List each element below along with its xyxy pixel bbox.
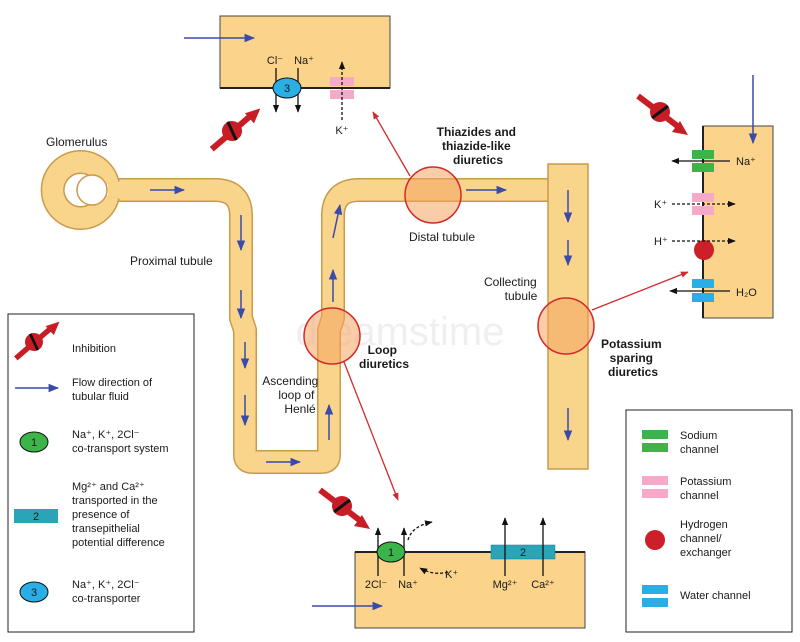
loop-line-2: diuretics bbox=[359, 357, 409, 371]
legend-potassium-line-1: Potassium bbox=[680, 476, 731, 488]
legend-item2: Mg²⁺ and Ca²⁺ transported in the presenc… bbox=[72, 481, 165, 549]
legend-flow: Flow direction of tubular fluid bbox=[72, 377, 155, 403]
hydrogen-legend-icon bbox=[645, 530, 665, 550]
thiazides-line-2: thiazide-like bbox=[442, 139, 511, 153]
channel-2-num: 2 bbox=[520, 547, 526, 559]
legend-flow-line-2: tubular fluid bbox=[72, 391, 129, 403]
collecting-site-circle bbox=[537, 297, 595, 355]
loop-diuretics-label: Loop diuretics bbox=[359, 343, 409, 371]
potassium-sparing-inhibition-icon bbox=[638, 96, 688, 135]
legend-hydrogen: Hydrogen channel/ exchanger bbox=[680, 519, 732, 559]
ascending-line-3: Henlé bbox=[284, 402, 316, 416]
legend-hydrogen-line-1: Hydrogen bbox=[680, 519, 728, 531]
collecting-tubule-line-1: Collecting bbox=[484, 275, 537, 289]
hydrogen-channel bbox=[694, 240, 714, 260]
legend-item3: Na⁺, K⁺, 2Cl⁻ co-transporter bbox=[72, 579, 143, 605]
legend-hydrogen-line-3: exchanger bbox=[680, 547, 732, 559]
legend-hydrogen-line-2: channel/ bbox=[680, 533, 723, 545]
legend-item1-line-1: Na⁺, K⁺, 2Cl⁻ bbox=[72, 429, 140, 441]
distal-tubule-label: Distal tubule bbox=[409, 230, 475, 244]
cotransporter-3 bbox=[272, 77, 302, 99]
water-channel bbox=[692, 279, 714, 288]
thiazides-line-3: diuretics bbox=[453, 153, 503, 167]
legend-item1-num: 1 bbox=[31, 437, 37, 449]
legend-sodium-line-2: channel bbox=[680, 444, 719, 456]
legend-item2-num: 2 bbox=[33, 511, 39, 523]
na-ion-label: Na⁺ bbox=[294, 55, 314, 67]
proximal-tubule-label: Proximal tubule bbox=[130, 254, 213, 268]
thiazides-label: Thiazides and thiazide-like diuretics bbox=[437, 125, 520, 167]
sodium-legend-icon bbox=[642, 430, 668, 439]
cotransporter-3-num: 3 bbox=[284, 83, 290, 95]
legend-sodium-line-1: Sodium bbox=[680, 430, 717, 442]
k-ion-label: K⁺ bbox=[335, 125, 348, 137]
right-legend: Sodium channel Potassium channel Hydroge… bbox=[625, 409, 793, 633]
legend-item1-line-2: co-transport system bbox=[72, 443, 169, 455]
legend-item2-line-5: potential difference bbox=[72, 537, 165, 549]
legend-item2-line-3: presence of bbox=[72, 509, 130, 521]
potassium-line-1: Potassium bbox=[601, 337, 662, 351]
potassium-line-3: diuretics bbox=[608, 365, 658, 379]
bottom-na-label: Na⁺ bbox=[398, 579, 418, 591]
cotransport-system-1 bbox=[376, 541, 406, 563]
legend-flow-line-1: Flow direction of bbox=[72, 377, 153, 389]
cotransport-legend-icon bbox=[19, 431, 49, 453]
loop-site-circle bbox=[303, 307, 361, 365]
bottom-k-label: K⁺ bbox=[445, 569, 458, 581]
collecting-detail-panel: Na⁺ K⁺ H⁺ H₂O bbox=[638, 75, 774, 319]
potassium-line-2: sparing bbox=[610, 351, 653, 365]
legend-potassium-line-2: channel bbox=[680, 490, 719, 502]
mg-ca-channel-2 bbox=[490, 544, 556, 560]
distal-detail-panel: 3 Cl⁻ Na⁺ K⁺ bbox=[184, 15, 391, 157]
legend-potassium: Potassium channel bbox=[680, 476, 734, 502]
cotransport-1-num: 1 bbox=[388, 547, 394, 559]
collecting-tubule-label: Collecting tubule bbox=[484, 275, 540, 303]
legend-item3-num: 3 bbox=[31, 587, 37, 599]
right-na-label: Na⁺ bbox=[736, 156, 756, 168]
right-h-label: H⁺ bbox=[654, 236, 668, 248]
legend-item1: Na⁺, K⁺, 2Cl⁻ co-transport system bbox=[72, 429, 169, 455]
cotransporter-legend-icon bbox=[19, 581, 49, 603]
right-k-label: K⁺ bbox=[654, 199, 667, 211]
legend-item2-line-1: Mg²⁺ and Ca²⁺ bbox=[72, 481, 145, 493]
legend-inhibition: Inhibition bbox=[72, 343, 116, 355]
tubular-flow-arrows bbox=[150, 185, 573, 467]
legend-item2-line-2: transported in the bbox=[72, 495, 158, 507]
glomerulus-label: Glomerulus bbox=[46, 135, 107, 149]
legend-water: Water channel bbox=[680, 590, 751, 602]
potassium-channel-top bbox=[330, 77, 354, 86]
potassium-legend-icon bbox=[642, 476, 668, 485]
potassium-sparing-label: Potassium sparing diuretics bbox=[601, 337, 665, 379]
loop-line-1: Loop bbox=[368, 343, 397, 357]
water-legend-icon bbox=[642, 585, 668, 594]
sodium-channel bbox=[692, 150, 714, 159]
mg-ca-legend-icon bbox=[14, 509, 58, 523]
loop-inhibition-icon bbox=[320, 490, 370, 529]
zoom-connector-arrows bbox=[343, 111, 689, 501]
right-h2o-label: H₂O bbox=[736, 287, 757, 299]
thiazides-line-1: Thiazides and bbox=[437, 125, 516, 139]
bottom-mg-label: Mg²⁺ bbox=[493, 579, 518, 591]
ascending-line-1: Ascending bbox=[262, 374, 318, 388]
ascending-loop-label: Ascending loop of Henlé bbox=[262, 374, 321, 416]
bottom-ca-label: Ca²⁺ bbox=[531, 579, 555, 591]
potassium-channel bbox=[692, 193, 714, 202]
collecting-tubule-line-2: tubule bbox=[505, 289, 538, 303]
legend-item3-line-1: Na⁺, K⁺, 2Cl⁻ bbox=[72, 579, 140, 591]
bottom-2cl-label: 2Cl⁻ bbox=[365, 579, 388, 591]
legend-item3-line-2: co-transporter bbox=[72, 593, 141, 605]
thiazide-inhibition-icon bbox=[212, 100, 261, 157]
left-legend: Inhibition Flow direction of tubular flu… bbox=[7, 314, 195, 633]
distal-site-circle bbox=[404, 166, 462, 224]
ascending-line-2: loop of bbox=[278, 388, 315, 402]
cl-ion-label: Cl⁻ bbox=[267, 55, 283, 67]
loop-detail-panel: 1 2Cl⁻ Na⁺ K⁺ 2 Mg²⁺ Ca²⁺ bbox=[312, 490, 586, 629]
legend-item2-line-4: transepithelial bbox=[72, 523, 140, 535]
legend-sodium: Sodium channel bbox=[680, 430, 720, 456]
